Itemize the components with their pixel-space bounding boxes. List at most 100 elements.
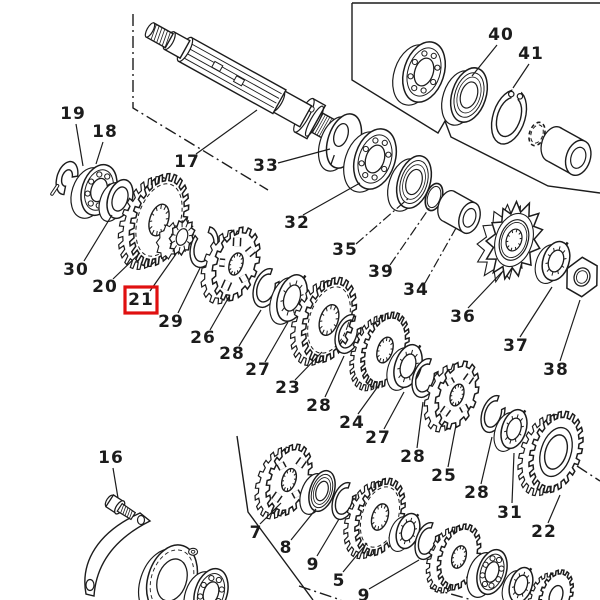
leader-line-38 [559, 299, 581, 362]
callout-label-27: 27 [365, 428, 391, 448]
gear-22 [517, 410, 584, 497]
callout-label-41: 41 [518, 44, 544, 64]
leader-line-35 [355, 196, 411, 245]
sprocket-36 [476, 199, 544, 284]
washer-lower [388, 512, 421, 553]
callout-label-26: 26 [190, 328, 216, 348]
leader-line-37 [519, 286, 553, 338]
leader-line-18 [95, 141, 104, 165]
leader-line-28 [324, 355, 345, 398]
leader-line-34 [424, 227, 457, 284]
callout-label-35: 35 [332, 240, 358, 260]
boundary-lines [132, 2, 600, 600]
callout-label-5: 5 [333, 571, 346, 591]
leader-line-22 [547, 494, 561, 524]
callout-label-36: 36 [450, 307, 476, 327]
leader-line-16 [112, 467, 119, 499]
gear-26 [200, 226, 261, 305]
axis-mark-1 [298, 585, 342, 600]
leader-line-26 [209, 294, 231, 331]
leader-line-7 [259, 502, 282, 525]
callout-label-31: 31 [497, 503, 523, 523]
leader-line-5 [342, 542, 368, 573]
washer-8 [299, 469, 336, 515]
callout-label-22: 22 [531, 522, 557, 542]
callout-label-27: 27 [245, 360, 271, 380]
leader-line-41 [512, 63, 530, 89]
leader-line-27 [383, 391, 405, 430]
callout-label-28: 28 [400, 447, 426, 467]
callout-label-30: 30 [63, 260, 89, 280]
inset-frame-left [351, 3, 600, 194]
collar-inset [540, 126, 592, 177]
callout-label-32: 32 [284, 213, 310, 233]
leader-line-21 [149, 253, 177, 292]
bearing-lower-2 [466, 548, 508, 598]
leader-line-28 [416, 401, 424, 449]
circlip-41 [490, 89, 528, 145]
leader-line-23 [294, 351, 323, 381]
leader-line-40 [471, 44, 498, 77]
callout-label-28: 28 [306, 396, 332, 416]
callout-label-16: 16 [98, 448, 124, 468]
washer-30 [98, 178, 134, 222]
leader-line-8 [290, 508, 317, 541]
gear-5 [343, 477, 406, 560]
callout-label-19: 19 [60, 104, 86, 124]
bearing-inset [392, 41, 447, 106]
callout-label-37: 37 [503, 336, 529, 356]
collar-34 [437, 190, 481, 235]
highlight-box-part-21 [123, 285, 159, 315]
leader-line-27 [264, 321, 289, 363]
leader-line-24 [357, 384, 380, 415]
leader-line-32 [302, 182, 361, 216]
leader-line-25 [447, 424, 457, 468]
leader-line-19 [75, 123, 84, 167]
callout-label-17: 17 [174, 152, 200, 172]
gear-25 [423, 360, 480, 433]
bearing-32 [343, 128, 398, 193]
left-centerline [132, 14, 269, 191]
callout-label-7: 7 [250, 523, 263, 543]
nut-38 [566, 256, 598, 298]
callout-label-40: 40 [488, 25, 514, 45]
bolt-16 [104, 494, 137, 521]
washer-31 [493, 408, 528, 452]
axis-mark-3 [576, 465, 600, 482]
gear-lower-3 [527, 569, 575, 600]
callout-label-21: 21 [128, 290, 154, 310]
main-shaft-17 [144, 22, 345, 145]
stopper-bracket [84, 512, 152, 597]
callout-label-28: 28 [464, 483, 490, 503]
callout-label-25: 25 [431, 466, 457, 486]
callout-label-9: 9 [358, 586, 371, 600]
leader-line-28 [480, 436, 493, 485]
leader-line-33 [277, 148, 331, 164]
oil-seal-35 [387, 155, 433, 212]
clip-19 [50, 160, 79, 196]
callout-label-33: 33 [253, 156, 279, 176]
leader-line-9 [368, 559, 420, 590]
gear-20 [117, 172, 190, 271]
callout-label-8: 8 [280, 538, 293, 558]
gear-24 [349, 311, 410, 392]
callout-label-23: 23 [275, 378, 301, 398]
needle-bearing-21 [155, 217, 196, 260]
washer-27a [269, 274, 308, 325]
callout-label-24: 24 [339, 413, 365, 433]
callout-label-18: 18 [92, 122, 118, 142]
lock-washer-37 [534, 240, 571, 284]
leader-line-28 [238, 309, 262, 347]
leader-line-36 [467, 271, 503, 309]
leader-line-9 [316, 518, 340, 557]
callout-label-38: 38 [543, 360, 569, 380]
leader-line-20 [112, 252, 141, 280]
callout-label-34: 34 [403, 280, 429, 300]
callout-label-9: 9 [307, 555, 320, 575]
leader-line-31 [511, 452, 515, 504]
washer-lower-2 [501, 566, 534, 600]
washer-27b [386, 343, 423, 391]
